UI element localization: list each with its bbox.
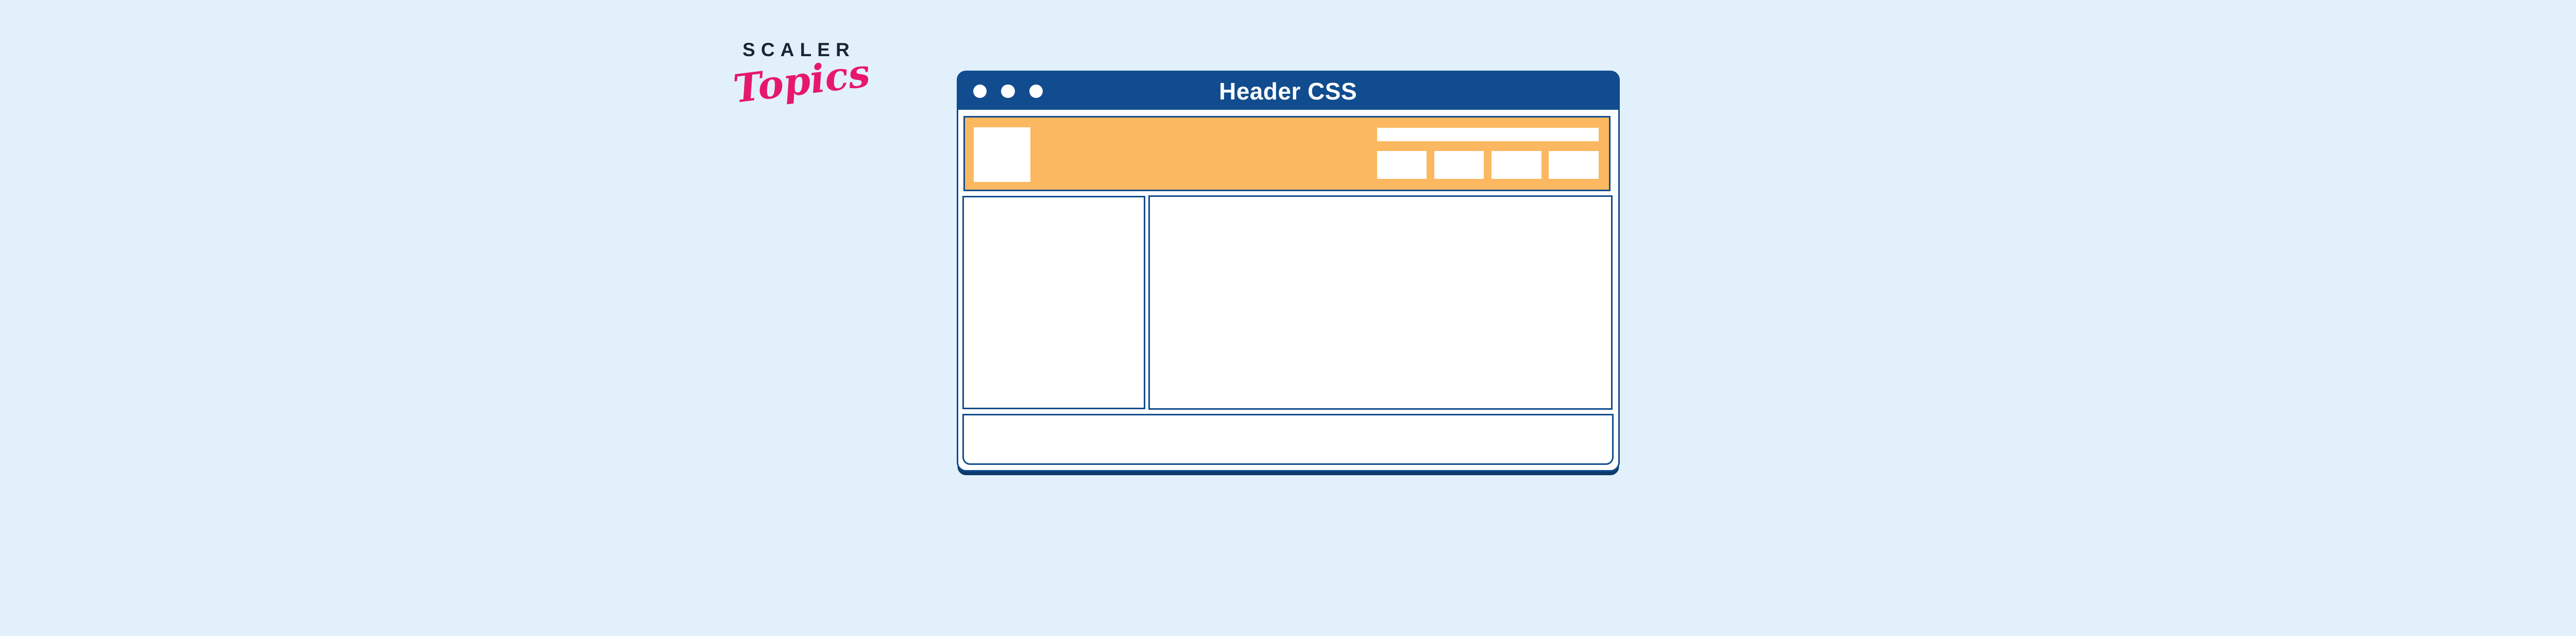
scaler-wordmark: SCALER bbox=[742, 39, 855, 61]
sidebar-placeholder bbox=[962, 195, 1145, 409]
topics-script-wordmark: Topics bbox=[731, 50, 872, 112]
scaler-topics-logo: SCALER Topics bbox=[731, 39, 872, 112]
content-placeholder bbox=[1148, 195, 1613, 410]
footer-placeholder bbox=[962, 413, 1614, 465]
nav-item-placeholder bbox=[1434, 150, 1484, 179]
header-band bbox=[963, 115, 1611, 192]
window-dot-icon bbox=[1001, 84, 1015, 98]
nav-item-placeholder bbox=[1549, 150, 1599, 179]
window-titlebar: Header CSS bbox=[958, 72, 1618, 110]
window-dot-icon bbox=[973, 84, 987, 98]
nav-row bbox=[1377, 150, 1599, 179]
nav-item-placeholder bbox=[1492, 150, 1541, 179]
nav-item-placeholder bbox=[1377, 150, 1427, 179]
window-dots bbox=[973, 72, 1043, 110]
browser-window-mockup: Header CSS bbox=[956, 71, 1620, 472]
window-title: Header CSS bbox=[1219, 77, 1357, 105]
illustration-canvas: SCALER Topics Header CSS bbox=[731, 39, 1620, 472]
window-dot-icon bbox=[1029, 84, 1043, 98]
site-logo-placeholder bbox=[973, 127, 1030, 182]
search-bar-placeholder bbox=[1377, 127, 1599, 141]
